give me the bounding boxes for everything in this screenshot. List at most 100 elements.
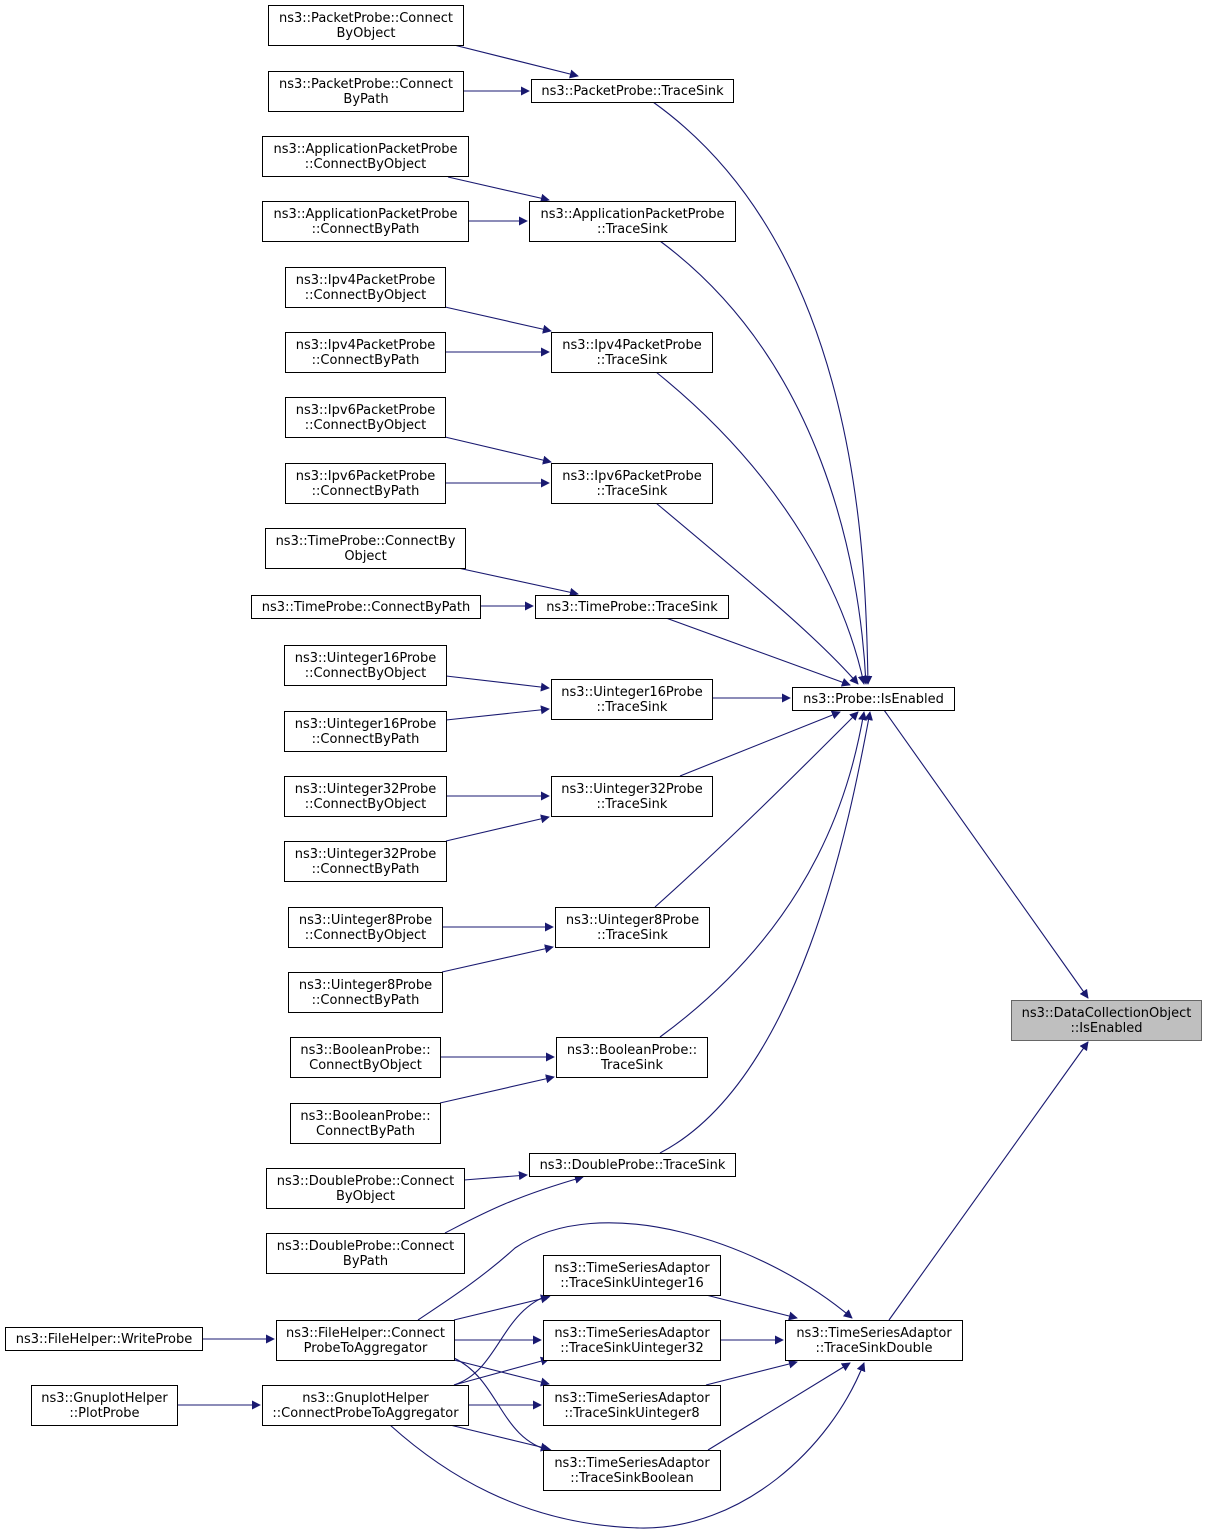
edge-tsa-double-to-datacollection-isenabled	[888, 1041, 1089, 1321]
node-packetprobe-tracesink[interactable]: ns3::PacketProbe::TraceSink	[531, 79, 734, 103]
node-label-line: ::ConnectByObject	[305, 797, 426, 812]
node-tsa-u32[interactable]: ns3::TimeSeriesAdaptor::TraceSinkUintege…	[543, 1320, 721, 1361]
node-apppacketprobe-connectbyobject[interactable]: ns3::ApplicationPacketProbe::ConnectByOb…	[262, 136, 469, 177]
node-datacollection-isenabled[interactable]: ns3::DataCollectionObject::IsEnabled	[1011, 1000, 1202, 1041]
node-box	[535, 595, 729, 619]
node-box	[285, 332, 446, 373]
node-label-line: ns3::BooleanProbe::	[567, 1043, 697, 1058]
node-label-line: ::ConnectByPath	[312, 222, 420, 237]
node-label-line: ns3::FileHelper::Connect	[286, 1326, 445, 1341]
node-box	[543, 1450, 721, 1491]
node-timeprobe-connectbypath[interactable]: ns3::TimeProbe::ConnectByPath	[251, 595, 481, 619]
node-box	[555, 907, 710, 948]
node-label-line: ns3::Uinteger32Probe	[561, 782, 703, 797]
edge-ipv4-connectbyobject-to-ipv4-tracesink	[444, 306, 552, 334]
edge-gnuplot-connect-to-tsa-bool	[449, 1424, 550, 1452]
node-u8-tracesink[interactable]: ns3::Uinteger8Probe::TraceSink	[555, 907, 710, 948]
edge-u8-connectbypath-to-u8-tracesink	[441, 944, 554, 973]
node-box	[285, 397, 446, 438]
node-bool-connectbyobject[interactable]: ns3::BooleanProbe::ConnectByObject	[290, 1037, 441, 1078]
node-label-line: ns3::ApplicationPacketProbe	[273, 142, 457, 157]
node-double-connectbyobject[interactable]: ns3::DoubleProbe::ConnectByObject	[266, 1168, 465, 1209]
edge-filehelper-connect-to-tsa-u16	[453, 1294, 550, 1321]
node-label-line: ::ConnectByObject	[305, 928, 426, 943]
node-box	[529, 201, 736, 242]
node-u8-connectbyobject[interactable]: ns3::Uinteger8Probe::ConnectByObject	[288, 907, 443, 948]
node-packetprobe-connectbyobject[interactable]: ns3::PacketProbe::ConnectByObject	[268, 5, 464, 46]
node-label-line: Object	[344, 549, 386, 564]
node-label-line: ns3::Ipv4PacketProbe	[296, 338, 436, 353]
edge-ipv6-tracesink-to-probe-isenabled	[655, 502, 859, 685]
edge-filehelper-connect-to-tsa-bool	[453, 1357, 553, 1454]
node-label-line: ns3::ApplicationPacketProbe	[273, 207, 457, 222]
nodes: ns3::PacketProbe::ConnectByObjectns3::Pa…	[5, 5, 1202, 1491]
node-label-line: ns3::TimeSeriesAdaptor	[796, 1326, 952, 1341]
node-ipv6-connectbypath[interactable]: ns3::Ipv6PacketProbe::ConnectByPath	[285, 463, 446, 504]
edge-apppacketprobe-connectbyobject-to-apppacketprobe-tracesink	[447, 176, 550, 203]
node-tsa-double[interactable]: ns3::TimeSeriesAdaptor::TraceSinkDouble	[785, 1320, 963, 1361]
node-box	[288, 972, 443, 1013]
node-u32-tracesink[interactable]: ns3::Uinteger32Probe::TraceSink	[551, 776, 713, 817]
node-label-line: ::ConnectByObject	[305, 418, 426, 433]
node-u32-connectbyobject[interactable]: ns3::Uinteger32Probe::ConnectByObject	[284, 776, 447, 817]
node-u32-connectbypath[interactable]: ns3::Uinteger32Probe::ConnectByPath	[284, 841, 447, 882]
node-double-connectbypath[interactable]: ns3::DoubleProbe::ConnectByPath	[266, 1233, 465, 1274]
node-u8-connectbypath[interactable]: ns3::Uinteger8Probe::ConnectByPath	[288, 972, 443, 1013]
node-filehelper-connect[interactable]: ns3::FileHelper::ConnectProbeToAggregato…	[276, 1320, 455, 1361]
node-box	[31, 1385, 178, 1426]
node-box	[785, 1320, 963, 1361]
node-label-line: ns3::Uinteger32Probe	[295, 782, 437, 797]
node-label-line: ns3::BooleanProbe::	[300, 1043, 430, 1058]
node-packetprobe-connectbypath[interactable]: ns3::PacketProbe::ConnectByPath	[268, 71, 464, 112]
node-label-line: ns3::Uinteger8Probe	[299, 913, 432, 928]
node-gnuplot-plotprobe[interactable]: ns3::GnuplotHelper::PlotProbe	[31, 1385, 178, 1426]
node-label-line: ns3::TimeSeriesAdaptor	[554, 1261, 710, 1276]
node-label-line: ns3::PacketProbe::TraceSink	[541, 84, 724, 99]
node-tsa-u16[interactable]: ns3::TimeSeriesAdaptor::TraceSinkUintege…	[543, 1255, 721, 1296]
node-label-line: TraceSink	[600, 1058, 664, 1073]
node-gnuplot-connect[interactable]: ns3::GnuplotHelper::ConnectProbeToAggreg…	[262, 1385, 469, 1426]
node-tsa-u8[interactable]: ns3::TimeSeriesAdaptor::TraceSinkUintege…	[543, 1385, 721, 1426]
node-label-line: ByObject	[336, 1189, 395, 1204]
node-box	[543, 1320, 721, 1361]
edge-probe-isenabled-to-datacollection-isenabled	[883, 709, 1089, 999]
node-u16-tracesink[interactable]: ns3::Uinteger16Probe::TraceSink	[551, 679, 713, 720]
node-bool-tracesink[interactable]: ns3::BooleanProbe::TraceSink	[556, 1037, 708, 1078]
node-ipv4-tracesink[interactable]: ns3::Ipv4PacketProbe::TraceSink	[551, 332, 713, 373]
node-label-line: ::TraceSink	[597, 353, 668, 368]
node-u16-connectbyobject[interactable]: ns3::Uinteger16Probe::ConnectByObject	[284, 645, 447, 686]
edge-bool-connectbypath-to-bool-tracesink	[439, 1074, 555, 1104]
node-probe-isenabled[interactable]: ns3::Probe::IsEnabled	[792, 687, 955, 711]
node-u16-connectbypath[interactable]: ns3::Uinteger16Probe::ConnectByPath	[284, 711, 447, 752]
node-label-line: ns3::DataCollectionObject	[1022, 1006, 1192, 1021]
node-timeprobe-tracesink[interactable]: ns3::TimeProbe::TraceSink	[535, 595, 729, 619]
node-bool-connectbypath[interactable]: ns3::BooleanProbe::ConnectByPath	[290, 1103, 441, 1144]
node-box	[543, 1255, 721, 1296]
node-box	[262, 201, 469, 242]
node-box	[262, 1385, 469, 1426]
node-double-tracesink[interactable]: ns3::DoubleProbe::TraceSink	[529, 1153, 736, 1177]
node-label-line: ns3::Ipv4PacketProbe	[296, 273, 436, 288]
node-box	[262, 136, 469, 177]
node-ipv4-connectbypath[interactable]: ns3::Ipv4PacketProbe::ConnectByPath	[285, 332, 446, 373]
node-box	[529, 1153, 736, 1177]
node-label-line: ns3::PacketProbe::Connect	[279, 77, 453, 92]
node-tsa-bool[interactable]: ns3::TimeSeriesAdaptor::TraceSinkBoolean	[543, 1450, 721, 1491]
node-box	[543, 1385, 721, 1426]
edge-gnuplot-connect-to-tsa-u32	[453, 1356, 550, 1386]
node-timeprobe-connectbyobject[interactable]: ns3::TimeProbe::ConnectByObject	[265, 528, 466, 569]
node-ipv4-connectbyobject[interactable]: ns3::Ipv4PacketProbe::ConnectByObject	[285, 267, 446, 308]
node-filehelper-writeprobe[interactable]: ns3::FileHelper::WriteProbe	[5, 1327, 203, 1351]
edge-double-connectbypath-to-double-tracesink	[444, 1174, 584, 1234]
node-ipv6-tracesink[interactable]: ns3::Ipv6PacketProbe::TraceSink	[551, 463, 713, 504]
node-apppacketprobe-connectbypath[interactable]: ns3::ApplicationPacketProbe::ConnectByPa…	[262, 201, 469, 242]
node-ipv6-connectbyobject[interactable]: ns3::Ipv6PacketProbe::ConnectByObject	[285, 397, 446, 438]
node-label-line: ns3::TimeSeriesAdaptor	[554, 1326, 710, 1341]
node-label-line: ::ConnectByPath	[312, 484, 420, 499]
edge-tsa-u8-to-tsa-double	[705, 1359, 798, 1386]
edge-double-connectbyobject-to-double-tracesink	[463, 1171, 528, 1181]
node-box	[288, 907, 443, 948]
node-apppacketprobe-tracesink[interactable]: ns3::ApplicationPacketProbe::TraceSink	[529, 201, 736, 242]
node-label-line: ::TraceSinkUinteger32	[560, 1341, 703, 1356]
node-box	[266, 1168, 465, 1209]
